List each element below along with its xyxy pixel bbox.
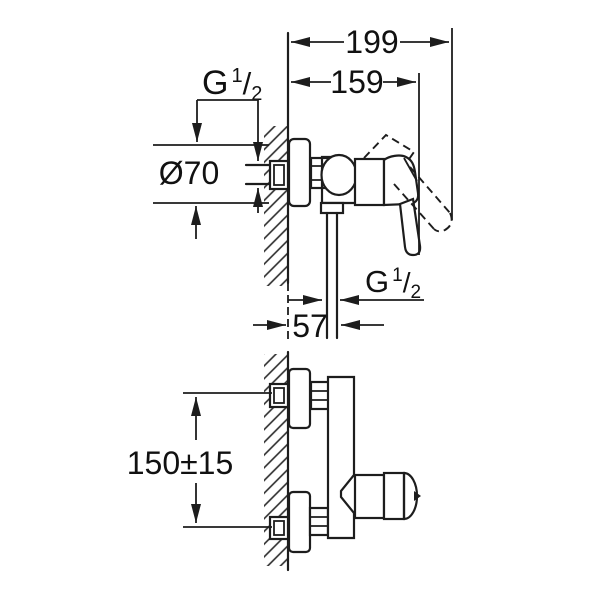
dim-label-159: 159 — [330, 64, 383, 100]
side-view — [244, 31, 453, 342]
mixer-body — [326, 375, 356, 540]
lever-cap-dashed-position — [363, 133, 416, 163]
escutcheon-flange — [287, 137, 312, 208]
lever-arm — [398, 197, 422, 257]
dim-label-57: 57 — [292, 308, 328, 344]
lever-dashed-end — [433, 212, 453, 233]
supply-union-inner — [273, 164, 285, 186]
dimension-57: 57 — [253, 308, 384, 344]
dimension-150: 150±15 — [127, 392, 272, 528]
dim-label-d70: Ø70 — [159, 155, 219, 191]
escutcheon-bottom — [287, 490, 312, 554]
union-nut-bottom — [308, 506, 330, 537]
cartridge-cylinder — [353, 157, 386, 207]
top-view — [264, 350, 421, 572]
wall-hatching — [264, 126, 288, 286]
supply-union-inner-bottom — [273, 520, 285, 536]
cartridge-housing — [353, 473, 386, 520]
escutcheon-top — [287, 367, 312, 430]
lever-dashed-edge — [393, 183, 435, 230]
valve-ball-body — [320, 153, 358, 197]
lever-cap-crease — [403, 157, 418, 182]
supply-union-inner-top — [273, 387, 285, 404]
knob-body — [382, 471, 406, 521]
outlet-collar — [319, 201, 345, 215]
lever-cap — [382, 154, 420, 207]
dimension-159: 159 — [291, 64, 420, 255]
dim-label-150: 150±15 — [127, 445, 234, 481]
union-nut-top — [309, 380, 331, 411]
dimension-rosette-diameter: Ø70 — [153, 144, 269, 239]
dim-label-199: 199 — [345, 24, 398, 60]
dimension-199: 199 — [291, 24, 453, 220]
lever-tip-marker — [414, 491, 421, 501]
lever-dashed-edge — [409, 166, 451, 214]
